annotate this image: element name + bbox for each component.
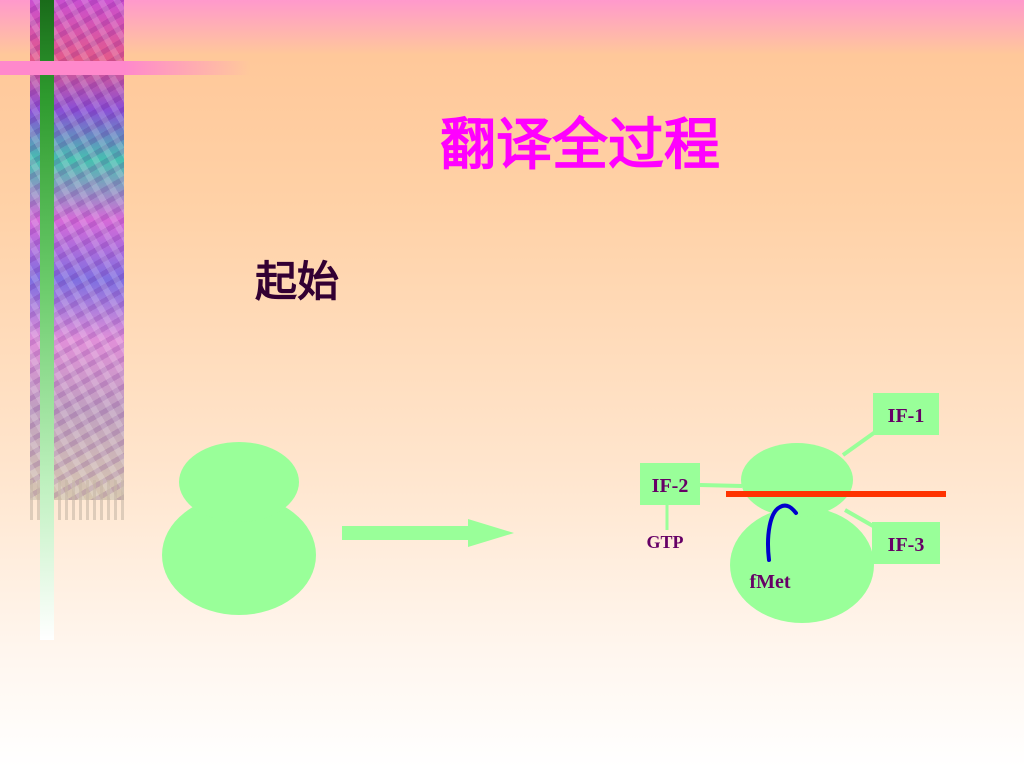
if2-label: IF-2 [652, 475, 689, 497]
decorative-horizontal-bar [0, 61, 250, 75]
if1-label: IF-1 [888, 405, 925, 427]
initiation-complex: IF-1 IF-2 GTP IF-3 fMet [640, 393, 946, 623]
ribosome-large-subunit-right [730, 507, 874, 623]
slide-title: 翻译全过程 [440, 115, 720, 177]
ribosome-large-subunit [162, 495, 316, 615]
fmet-label: fMet [749, 571, 790, 593]
slide-subtitle: 起始 [255, 260, 340, 306]
ribosome-small-subunit-right [741, 443, 853, 517]
if3-box [872, 522, 940, 564]
process-arrow [342, 519, 514, 547]
ribosome-left [162, 442, 316, 615]
arrow-head [468, 519, 514, 547]
if1-connector [841, 428, 880, 457]
if2-box [640, 463, 700, 505]
if1-box [873, 393, 939, 435]
if2-connector [699, 483, 743, 488]
initiator-trna [766, 503, 798, 562]
ribosome-small-subunit [179, 442, 299, 522]
arrow-shaft [342, 526, 470, 540]
gtp-label: GTP [646, 532, 683, 552]
decorative-vertical-bar [40, 0, 54, 640]
if3-label: IF-3 [888, 534, 925, 556]
